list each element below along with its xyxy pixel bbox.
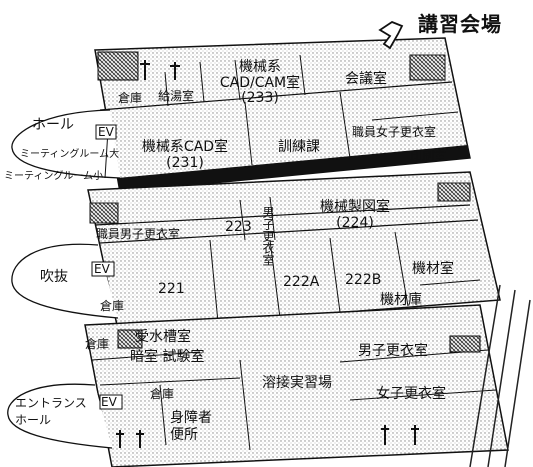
area-hall: ホール: [32, 117, 74, 133]
room-223: 223: [225, 219, 252, 235]
floor-2: [11, 171, 501, 331]
room-female-locker-1f: 女子更衣室: [376, 386, 446, 402]
room-drafting-224: 機械製図室 (224): [320, 199, 390, 231]
outer-stair-lines: [469, 284, 531, 467]
floor-3: [11, 37, 471, 193]
room-meeting-large: ミーティングルーム大: [20, 149, 120, 160]
room-221: 221: [158, 281, 185, 297]
room-cad-231: 機械系CAD室 (231): [141, 139, 229, 171]
room-water-tank: 受水槽室: [135, 329, 191, 345]
room-meeting: 会議室: [345, 71, 387, 87]
venue-title: 講習会場: [418, 12, 502, 36]
room-cadcam-233: 機械系 CAD/CAM室 (233): [219, 59, 301, 107]
room-print: 印刷室: [410, 149, 447, 163]
area-atrium: 吹抜: [40, 269, 68, 285]
room-222b: 222B: [345, 272, 382, 288]
room-staff-male-locker: 職員男子更衣室: [96, 227, 181, 241]
room-equipment: 機材室: [412, 261, 454, 277]
room-equipment-storage: 機材庫: [380, 292, 422, 308]
room-222a: 222A: [283, 274, 320, 290]
room-male-locker-1f: 男子更衣室: [358, 343, 428, 359]
room-training-section: 訓練課: [278, 139, 320, 155]
area-entrance-hall: エントランス ホール: [15, 396, 87, 427]
room-darkroom-test: 暗室 試験室: [130, 349, 205, 365]
floor-1: [7, 304, 509, 467]
elevator-2f: EV: [94, 262, 110, 276]
pointer-arrow-icon: [378, 20, 404, 50]
room-storage-1f: 倉庫: [85, 337, 110, 351]
room-meeting-small: ミーティングルーム小: [4, 171, 104, 182]
room-storage-2f: 倉庫: [100, 299, 125, 313]
room-welding-practice: 溶接実習場: [262, 375, 332, 391]
room-storage-3f: 倉庫: [118, 91, 143, 105]
room-storage-1f-b: 倉庫: [150, 387, 175, 401]
room-male-locker-2f: 男子更衣室: [261, 206, 275, 266]
elevator-3f: EV: [98, 125, 114, 139]
elevator-1f: EV: [101, 395, 117, 409]
room-kitchen: 給湯室: [158, 89, 195, 103]
room-accessible-toilet: 身障者 便所: [170, 410, 212, 443]
room-staff-female-locker: 職員女子更衣室: [352, 125, 437, 139]
